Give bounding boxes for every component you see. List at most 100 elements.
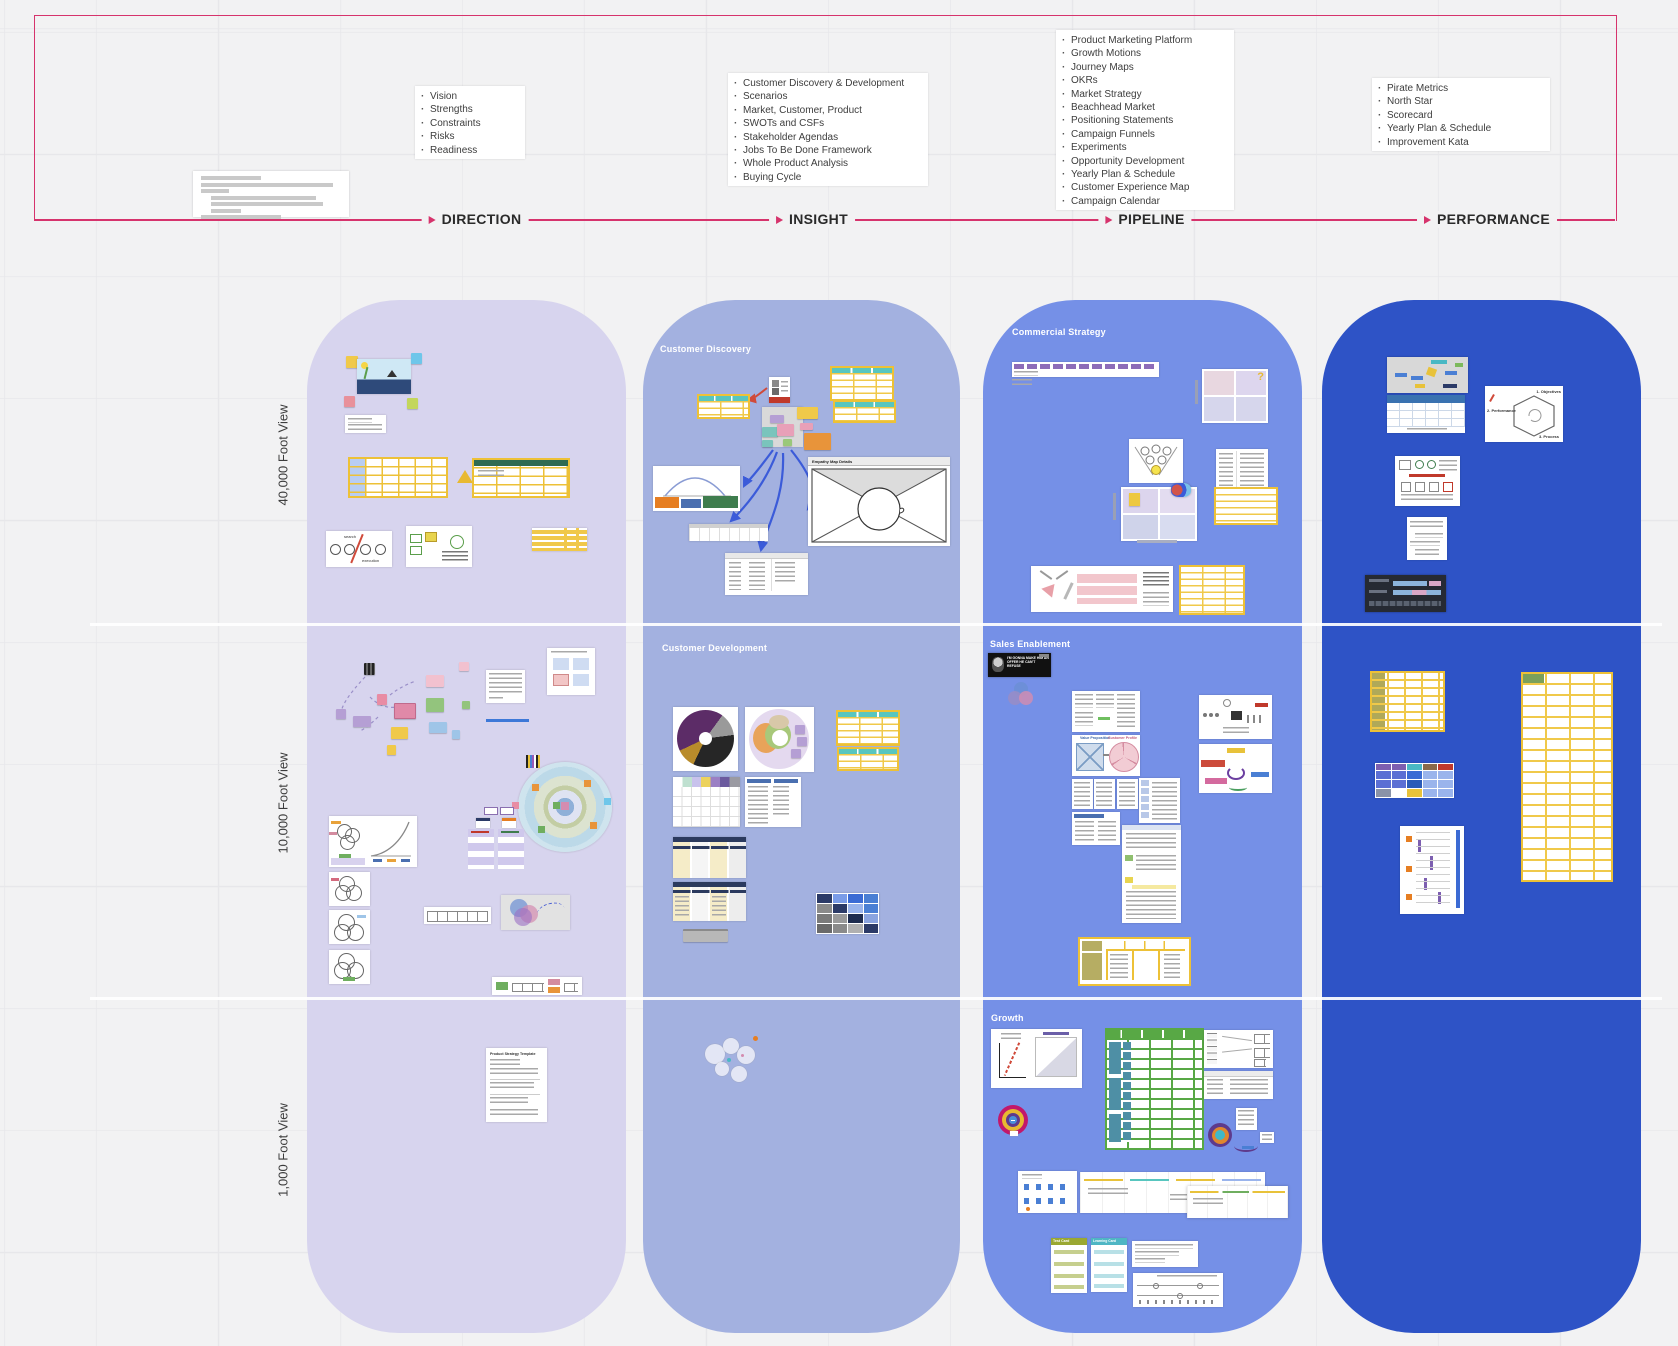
sticky-note[interactable] [344,396,355,407]
table-widget[interactable] [472,458,570,498]
sticky-note[interactable] [346,356,358,368]
stage-performance[interactable]: PERFORMANCE [1417,211,1557,228]
loop-flow-card[interactable] [1199,744,1272,793]
persona-card[interactable] [769,377,790,403]
insight-list-card[interactable]: Customer Discovery & Development Scenari… [728,73,928,187]
learning-card[interactable]: Learning Card [1091,1238,1127,1292]
messaging-doc[interactable] [1122,825,1181,923]
yellow-table[interactable] [837,747,899,771]
bubble-cluster[interactable] [697,1036,759,1088]
tall-yellow-grid[interactable] [1521,672,1613,882]
yellow-kanban[interactable] [1078,937,1191,986]
doc-card[interactable] [1407,517,1447,560]
donut-widget[interactable] [1208,1123,1234,1147]
adoption-curve-card[interactable] [653,466,740,511]
stage-pipeline[interactable]: PIPELINE [1098,211,1192,228]
legend-strips[interactable] [526,755,540,768]
mosaic-grid[interactable] [816,893,879,934]
search-execution-flow-card[interactable]: search execution [326,531,392,567]
sticky-note[interactable] [336,709,346,719]
direction-list-card[interactable]: Vision Strengths Constraints Risks Readi… [415,86,525,160]
mini-note[interactable] [1260,1132,1274,1143]
table-strip[interactable] [689,524,768,541]
text-note[interactable] [345,415,386,433]
venn-card[interactable] [329,872,370,906]
doc-card[interactable] [1117,779,1138,809]
storyboard-card[interactable] [1018,1171,1077,1213]
yellow-table[interactable] [697,394,750,419]
beach-image[interactable] [357,359,411,394]
sticky-note[interactable] [353,716,371,727]
kanban-board[interactable] [673,882,746,921]
sticky-note[interactable] [377,694,387,705]
yellow-table[interactable] [833,400,896,423]
improvement-kata-card[interactable]: 1. Objectives 2. Performance 3. Process [1485,386,1563,442]
blue-line[interactable] [486,719,529,722]
notation-strip[interactable] [1133,1273,1223,1307]
sticky-board[interactable] [1387,357,1468,393]
text-note[interactable] [486,670,525,703]
sticky-cluster-board[interactable] [762,407,803,447]
org-chart[interactable] [468,807,525,870]
ecosystem-wheel-card[interactable] [745,707,814,772]
sticky-note[interactable] [429,722,447,733]
roadmap-strip[interactable] [1012,362,1159,377]
table-widget[interactable] [348,457,448,498]
sticky-note[interactable] [797,407,818,419]
kanban-board[interactable] [673,837,746,878]
program-mosaic[interactable] [1375,763,1454,798]
strategy-matrix-card[interactable] [547,648,595,695]
sticky-note[interactable] [391,727,408,739]
green-grid-table[interactable] [1105,1028,1204,1150]
dark-sticky[interactable] [364,663,375,675]
sticky-note[interactable] [407,398,418,409]
venn-card[interactable] [329,950,370,984]
godfather-poster[interactable]: I'M GONNA MAKE HIM AN OFFER HE CAN'T REF… [988,653,1051,677]
doc-table[interactable] [725,553,808,595]
yellow-table[interactable] [836,710,900,746]
wireframe-card[interactable] [1072,691,1140,732]
venn-curve-card[interactable] [329,816,417,867]
triangle-shape[interactable] [457,470,473,483]
venn-card[interactable] [329,910,370,944]
scorecard-table[interactable] [1370,671,1445,732]
doc-card[interactable] [1236,1108,1257,1130]
sticky-note[interactable] [452,730,460,739]
gray-sticky[interactable] [683,929,728,942]
flow-doc[interactable] [1395,456,1460,506]
gantt-doc[interactable] [1400,826,1464,914]
process-strip[interactable] [424,907,491,924]
value-proposition-canvas[interactable]: Value Proposition Customer Profile [1072,735,1140,776]
spec-list-card[interactable] [745,777,801,827]
scorecard-widget[interactable] [1365,575,1446,612]
test-card[interactable]: Test Card [1051,1238,1087,1293]
doc-table[interactable] [1139,778,1180,823]
table-card[interactable] [1204,1071,1273,1099]
sticky-note[interactable] [411,353,422,364]
factory-flow-card[interactable] [1199,695,1272,739]
sticky-note[interactable] [800,423,813,430]
yellow-table[interactable] [1179,565,1245,615]
doc-card[interactable] [1072,779,1093,809]
yellow-table[interactable] [830,366,894,401]
doc-card[interactable] [1094,779,1115,809]
palette-grid[interactable] [673,777,740,827]
pipeline-list-card[interactable]: Product Marketing Platform Growth Motion… [1056,30,1234,211]
timeline-strip[interactable] [1187,1186,1288,1218]
radial-wheel-diagram[interactable] [512,762,612,852]
sticky-note[interactable] [387,745,396,755]
positioning-card[interactable] [1031,566,1173,612]
sticky-note[interactable] [426,698,444,712]
sticky-note[interactable] [459,662,469,671]
sticky-note[interactable] [426,675,444,687]
empathy-map-card[interactable]: Empathy Map Details [808,457,950,546]
venn-bubbles[interactable] [1008,682,1034,708]
stage-direction[interactable]: DIRECTION [421,211,529,228]
donut-widget[interactable] [998,1105,1030,1136]
flow-card[interactable] [406,526,472,567]
flowchart-card[interactable] [1204,1030,1273,1068]
sticky-note[interactable] [804,433,831,450]
redacted-note[interactable] [193,171,349,219]
yellow-table[interactable] [1214,487,1278,525]
